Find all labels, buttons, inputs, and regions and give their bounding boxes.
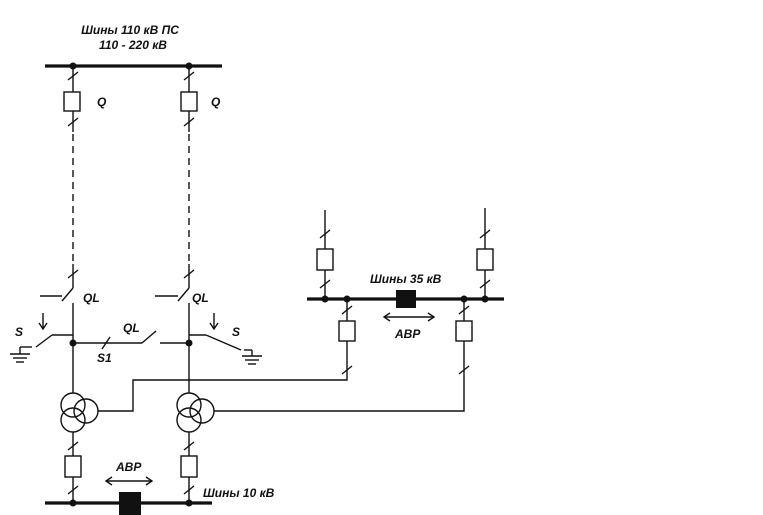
right-lv-tick2 [183, 485, 195, 495]
avr35-arrow-left [382, 312, 391, 322]
earth-s-right-arrow [209, 322, 219, 331]
right-q-tick [183, 117, 195, 127]
ql-left-label: QL [83, 291, 100, 305]
left-transformer-hv-winding [60, 392, 86, 418]
bus-35kv-label: Шины 35 кВ [370, 272, 442, 286]
breaker-q-right-label: Q [211, 95, 221, 109]
ql-bridge-label: QL [123, 321, 140, 335]
breaker-q-left [63, 91, 81, 112]
incomer-35kv-right-tick2 [458, 365, 470, 375]
incomer-10kv-left-breaker [64, 455, 82, 478]
breaker-q-right [180, 91, 198, 112]
feeder-35kv-left-breaker [316, 248, 334, 271]
feeder-35kv-left-tick2 [319, 279, 331, 289]
s1-label: S1 [97, 351, 112, 365]
right-transformer-35kv-feeder [214, 341, 465, 412]
right-transformer-hv-winding [176, 392, 202, 418]
left-q-tick [67, 117, 79, 127]
feeder-35kv-right-tick2 [479, 279, 491, 289]
earth-s-left-arrow [38, 322, 48, 331]
left-transformer-35kv-feeder [98, 341, 348, 412]
bus-110kv-label: Шины 110 кВ ПС [81, 23, 179, 37]
left-entry-tick [67, 269, 79, 279]
ql-right-label: QL [192, 291, 209, 305]
s-left-label: S [15, 325, 23, 339]
disconnector-ql-right-blade [177, 287, 190, 302]
incomer-35kv-right-breaker [455, 320, 473, 342]
right-entry-tick [183, 269, 195, 279]
avr10-arrow-right [145, 476, 154, 486]
bus-10kv-label: Шины 10 кВ [203, 486, 275, 500]
right-lv-tick [183, 441, 195, 451]
s1-tick [101, 336, 111, 350]
incomer-35kv-right-tick [458, 305, 470, 315]
bus-10kv-node-left [69, 499, 77, 507]
avr10-label: АВР [115, 460, 142, 474]
incomer-35kv-left-tick [341, 305, 353, 315]
left-top-tick [67, 71, 79, 81]
avr10-arrow-left [104, 476, 113, 486]
bus-10kv-node-right [185, 499, 193, 507]
disconnector-ql-left-blade [61, 287, 74, 302]
bridge-ql-blade [141, 330, 157, 344]
bus-110kv-sublabel: 110 - 220 кВ [99, 38, 167, 52]
incomer-10kv-right-breaker [180, 455, 198, 478]
s-right-label: S [232, 325, 240, 339]
bus-35kv-sectional-breaker [396, 290, 416, 308]
avr35-label: АВР [394, 327, 421, 341]
feeder-35kv-left-tick [319, 229, 331, 239]
left-lv-tick2 [67, 485, 79, 495]
right-top-tick [183, 71, 195, 81]
earth-s-right-blade [205, 334, 242, 351]
left-lv-tick [67, 441, 79, 451]
bus-10kv-sectional-breaker [119, 492, 141, 515]
incomer-35kv-left-breaker [338, 320, 356, 342]
breaker-q-left-label: Q [97, 95, 107, 109]
avr35-arrow-right [427, 312, 436, 322]
earth-s-left-blade [35, 334, 53, 348]
feeder-35kv-right-breaker [476, 248, 494, 271]
incomer-35kv-left-tick2 [341, 365, 353, 375]
feeder-35kv-right-tick [479, 229, 491, 239]
